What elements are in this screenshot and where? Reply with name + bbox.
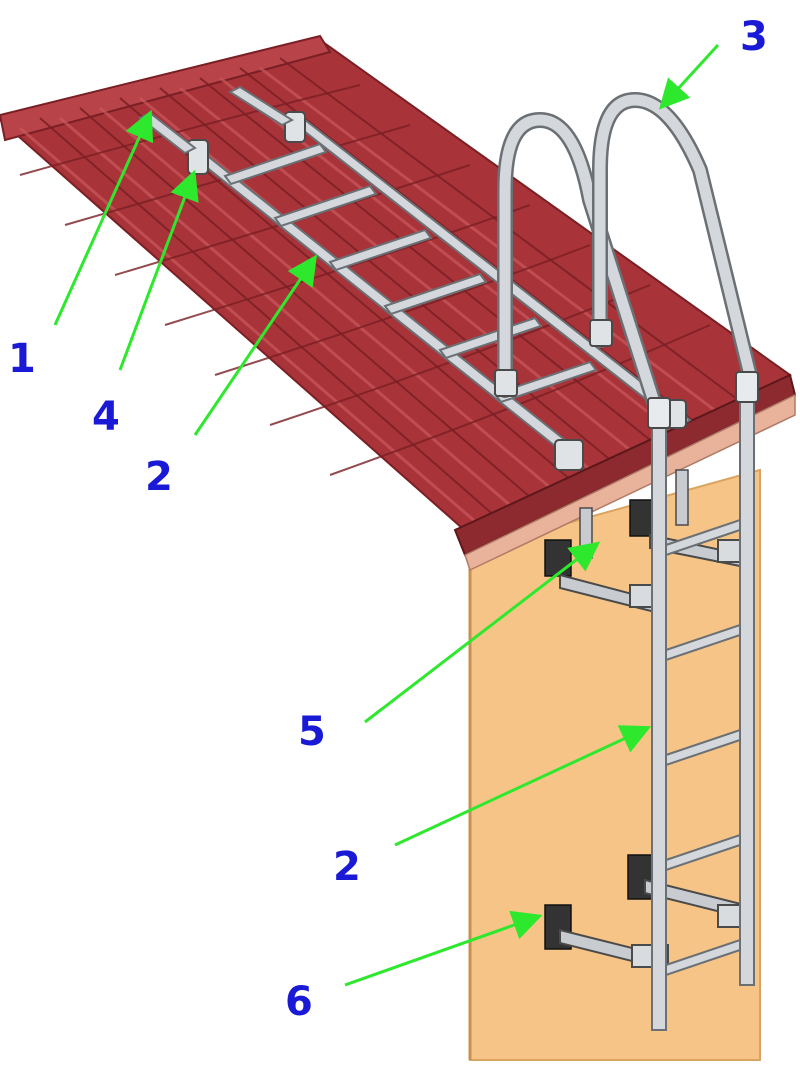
callout-2-wall: 2 bbox=[333, 844, 361, 890]
callout-1: 1 bbox=[8, 336, 36, 382]
callout-4: 4 bbox=[92, 394, 120, 440]
callout-6: 6 bbox=[285, 979, 313, 1025]
callout-arrows bbox=[53, 43, 720, 987]
arrow-2-roof bbox=[193, 254, 318, 436]
handrail-clamps bbox=[494, 319, 613, 397]
arrow-2-wall bbox=[394, 725, 652, 847]
wall-plate-icon bbox=[544, 539, 572, 577]
callout-3: 3 bbox=[740, 14, 768, 60]
callout-5: 5 bbox=[298, 709, 326, 755]
arrow-5 bbox=[364, 541, 601, 724]
wall-ladder-rungs bbox=[665, 518, 741, 977]
arched-handrails bbox=[497, 91, 758, 413]
callout-labels: 1 4 2 3 5 2 6 bbox=[8, 14, 768, 1025]
arrow-6 bbox=[344, 910, 543, 987]
arrow-4 bbox=[118, 169, 199, 371]
roof-ladder bbox=[183, 114, 692, 460]
wall-ladder bbox=[647, 371, 759, 1031]
arrow-3 bbox=[658, 43, 720, 110]
arrow-1 bbox=[53, 109, 154, 326]
roof-hook-icon bbox=[554, 439, 584, 471]
callout-2-roof: 2 bbox=[145, 454, 173, 500]
